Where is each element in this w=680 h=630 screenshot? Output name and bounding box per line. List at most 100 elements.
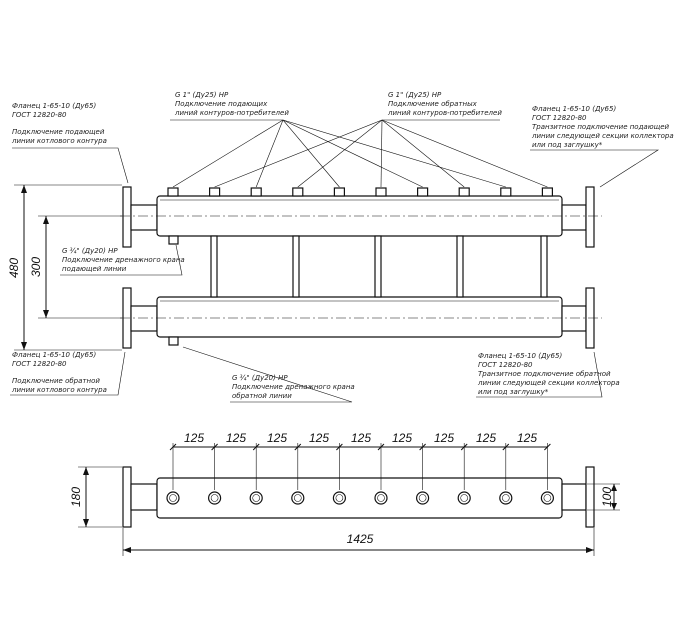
svg-text:или под заглушку*: или под заглушку* <box>532 141 603 149</box>
dim-480: 480 <box>7 258 21 278</box>
supply-nipples <box>167 187 554 197</box>
drain-nipple-bottom <box>168 336 179 346</box>
leader-supply-5 <box>282 119 506 188</box>
flange-top-left <box>122 186 132 248</box>
nipple-10 <box>541 187 554 197</box>
center-lines <box>120 215 602 319</box>
note-drain-bottom: G ¾" (Ду20) НР Подключение дренажного кр… <box>232 374 355 400</box>
pitch-6: 125 <box>392 431 412 445</box>
dimension-1425 <box>122 528 595 556</box>
pitch-5: 125 <box>351 431 371 445</box>
nipple-1 <box>167 187 179 197</box>
pitch-dimension-chain <box>169 443 551 490</box>
port-inner-9 <box>501 494 510 502</box>
dimension-100 <box>587 483 620 511</box>
svg-text:ГОСТ 12820-80: ГОСТ 12820-80 <box>12 360 67 368</box>
svg-text:G 1" (Ду25) НР: G 1" (Ду25) НР <box>175 91 229 99</box>
pitch-8: 125 <box>476 431 496 445</box>
upright-post-5 <box>540 235 548 298</box>
svg-text:Подключение подающей: Подключение подающей <box>12 128 105 136</box>
svg-text:Подключение обратной: Подключение обратной <box>12 377 100 385</box>
upright-post-4 <box>456 235 464 298</box>
leader-return-1 <box>214 119 383 188</box>
port-inner-4 <box>293 494 302 502</box>
svg-text:линии следующей секции коллект: линии следующей секции коллектора <box>531 132 674 140</box>
port-outer-10 <box>540 491 555 505</box>
dim-100: 100 <box>600 487 614 507</box>
svg-text:ГОСТ 12820-80: ГОСТ 12820-80 <box>532 114 587 122</box>
port-outer-3 <box>249 491 263 505</box>
leader-lines <box>10 119 660 403</box>
svg-text:ГОСТ 12820-80: ГОСТ 12820-80 <box>478 361 533 369</box>
port-outer-1 <box>166 491 180 505</box>
note-drain-top: G ¾" (Ду20) НР Подключение дренажного кр… <box>62 247 185 273</box>
port-inner-8 <box>460 494 469 502</box>
svg-text:Подключение дренажного крана: Подключение дренажного крана <box>232 383 355 391</box>
note-flange-bottom-right: Фланец 1-65-10 (Ду65) ГОСТ 12820-80 Тран… <box>477 352 620 396</box>
leader-return-5 <box>381 119 548 188</box>
pitch-tick-3 <box>252 443 260 451</box>
port-inner-3 <box>252 494 261 502</box>
pitch-tick-4 <box>294 443 302 451</box>
dim-300: 300 <box>29 257 43 277</box>
nipple-6 <box>375 187 387 197</box>
nipple-3 <box>250 187 262 197</box>
svg-text:Фланец 1-65-10 (Ду65): Фланец 1-65-10 (Ду65) <box>532 105 616 113</box>
svg-text:линии котлового контура: линии котлового контура <box>11 137 107 145</box>
note-return-connection: G 1" (Ду25) НР Подключение обратных лини… <box>387 91 502 117</box>
svg-text:Фланец 1-65-10 (Ду65): Фланец 1-65-10 (Ду65) <box>12 102 96 110</box>
pitch-tick-5 <box>336 443 343 451</box>
svg-text:обратной линии: обратной линии <box>232 392 292 400</box>
leader-supply-3 <box>282 119 340 188</box>
leader-supply-1 <box>172 119 284 188</box>
pitch-tick-10 <box>544 443 551 451</box>
svg-text:Подключение подающих: Подключение подающих <box>175 100 268 108</box>
leader-return-4 <box>381 119 465 188</box>
svg-text:G ¾" (Ду20) НР: G ¾" (Ду20) НР <box>232 374 288 382</box>
plan-flange-neck-right <box>561 483 587 511</box>
dimension-180 <box>78 466 122 528</box>
svg-text:G 1" (Ду25) НР: G 1" (Ду25) НР <box>388 91 442 99</box>
port-inner-6 <box>377 494 385 502</box>
upright-posts <box>210 235 548 298</box>
svg-text:линий контуров-потребителей: линий контуров-потребителей <box>174 109 289 117</box>
leader-supply-4 <box>282 119 423 188</box>
pitch-tick-2 <box>211 443 218 451</box>
note-supply-connection: G 1" (Ду25) НР Подключение подающих лини… <box>174 91 289 117</box>
flange-top-right <box>585 186 595 248</box>
upright-post-2 <box>292 235 300 298</box>
svg-text:линий контуров-потребителей: линий контуров-потребителей <box>387 109 502 117</box>
pitch-1: 125 <box>184 431 204 445</box>
flange-neck-top-left <box>130 204 158 231</box>
pitch-7: 125 <box>434 431 454 445</box>
leader-return-3 <box>380 119 383 188</box>
svg-text:Фланец 1-65-10 (Ду65): Фланец 1-65-10 (Ду65) <box>12 351 96 359</box>
pitch-tick-1 <box>169 443 177 451</box>
pitch-labels: 125 125 125 125 125 125 125 125 125 <box>184 431 537 445</box>
pitch-tick-6 <box>377 443 385 451</box>
upright-post-1 <box>210 235 218 298</box>
port-outer-2 <box>208 491 222 505</box>
pitch-3: 125 <box>267 431 287 445</box>
port-inner-2 <box>210 494 219 502</box>
port-outer-5 <box>332 491 346 505</box>
note-flange-top-right: Фланец 1-65-10 (Ду65) ГОСТ 12820-80 Тран… <box>531 105 674 149</box>
plan-flange-left <box>122 466 132 528</box>
port-inner-10 <box>543 494 552 502</box>
port-outer-7 <box>416 491 430 505</box>
dim-180: 180 <box>69 487 83 507</box>
pitch-tick-7 <box>419 443 426 451</box>
nipple-4 <box>292 187 304 197</box>
svg-text:линии следующей секции коллект: линии следующей секции коллектора <box>477 379 620 387</box>
svg-text:Транзитное подключение обратно: Транзитное подключение обратной <box>478 370 611 378</box>
svg-text:ГОСТ 12820-80: ГОСТ 12820-80 <box>12 111 67 119</box>
dim-1425: 1425 <box>347 532 374 546</box>
plan-outlet-ports <box>166 491 555 505</box>
svg-text:или под заглушку*: или под заглушку* <box>478 388 549 396</box>
nipple-5 <box>333 187 345 197</box>
upright-post-3 <box>374 235 382 298</box>
port-outer-4 <box>291 491 305 505</box>
top-view <box>122 466 595 528</box>
